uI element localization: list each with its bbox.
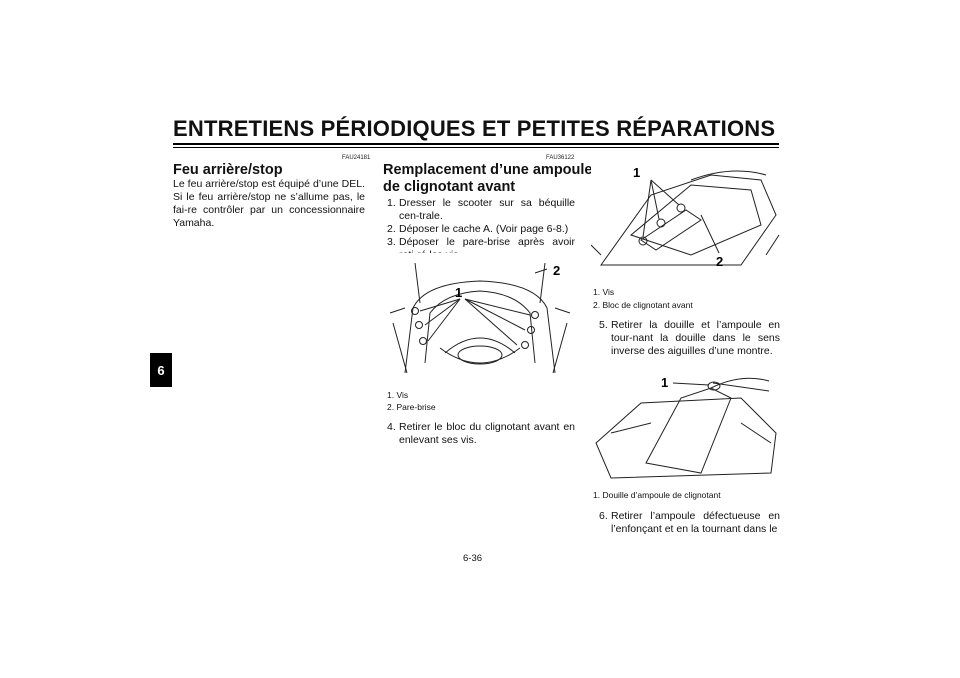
- chapter-tab: 6: [150, 353, 172, 387]
- figure-indicator-block: 1 2: [590, 155, 781, 280]
- step-item: 4.Retirer le bloc du clignotant avant en…: [387, 421, 575, 446]
- step-6: 6.Retirer l’ampoule défectueuse en l’enf…: [599, 510, 780, 536]
- windscreen-illustration: 1 2: [389, 262, 571, 374]
- figure-bulb-socket: 1: [591, 363, 781, 483]
- figure-caption: 2. Bloc de clignotant avant: [593, 300, 693, 310]
- step-item: 6.Retirer l’ampoule défectueuse en l’enf…: [599, 510, 780, 535]
- page-title: ENTRETIENS PÉRIODIQUES ET PETITES RÉPARA…: [173, 116, 776, 141]
- step-item: 1.Dresser le scooter sur sa béquille cen…: [387, 197, 575, 222]
- figure-callout-2: 2: [716, 254, 723, 269]
- header-rule-thin: [173, 147, 779, 148]
- figure-callout-1: 1: [661, 375, 668, 390]
- section-code: FAU24181: [342, 155, 371, 161]
- figure-callout-1: 1: [455, 285, 462, 300]
- header-rule: [173, 143, 779, 145]
- section-paragraph: Le feu arrière/stop est équipé d’une DEL…: [173, 178, 365, 229]
- figure-caption: 2. Pare-brise: [387, 402, 436, 412]
- figure-caption: 1. Douille d’ampoule de clignotant: [593, 490, 721, 500]
- figure-windscreen: 1 2: [385, 253, 575, 383]
- step-item: 2.Déposer le cache A. (Voir page 6-8.): [387, 223, 569, 235]
- section-heading-line2: de clignotant avant: [383, 179, 516, 195]
- steps-list: 1.Dresser le scooter sur sa béquille cen…: [387, 197, 575, 262]
- step-5: 5.Retirer la douille et l’ampoule en tou…: [599, 319, 780, 358]
- step-item: 5.Retirer la douille et l’ampoule en tou…: [599, 319, 780, 357]
- section-code: FAU36122: [546, 155, 575, 161]
- section-heading-line1: Remplacement d’une ampoule: [383, 162, 593, 178]
- page-number: 6-36: [463, 553, 483, 564]
- section-heading: Feu arrière/stop: [173, 162, 283, 178]
- figure-callout-1: 1: [633, 165, 640, 180]
- step-4: 4.Retirer le bloc du clignotant avant en…: [387, 421, 575, 447]
- figure-caption: 1. Vis: [593, 287, 615, 297]
- figure-callout-2: 2: [553, 263, 560, 278]
- figure-caption: 1. Vis: [387, 390, 409, 400]
